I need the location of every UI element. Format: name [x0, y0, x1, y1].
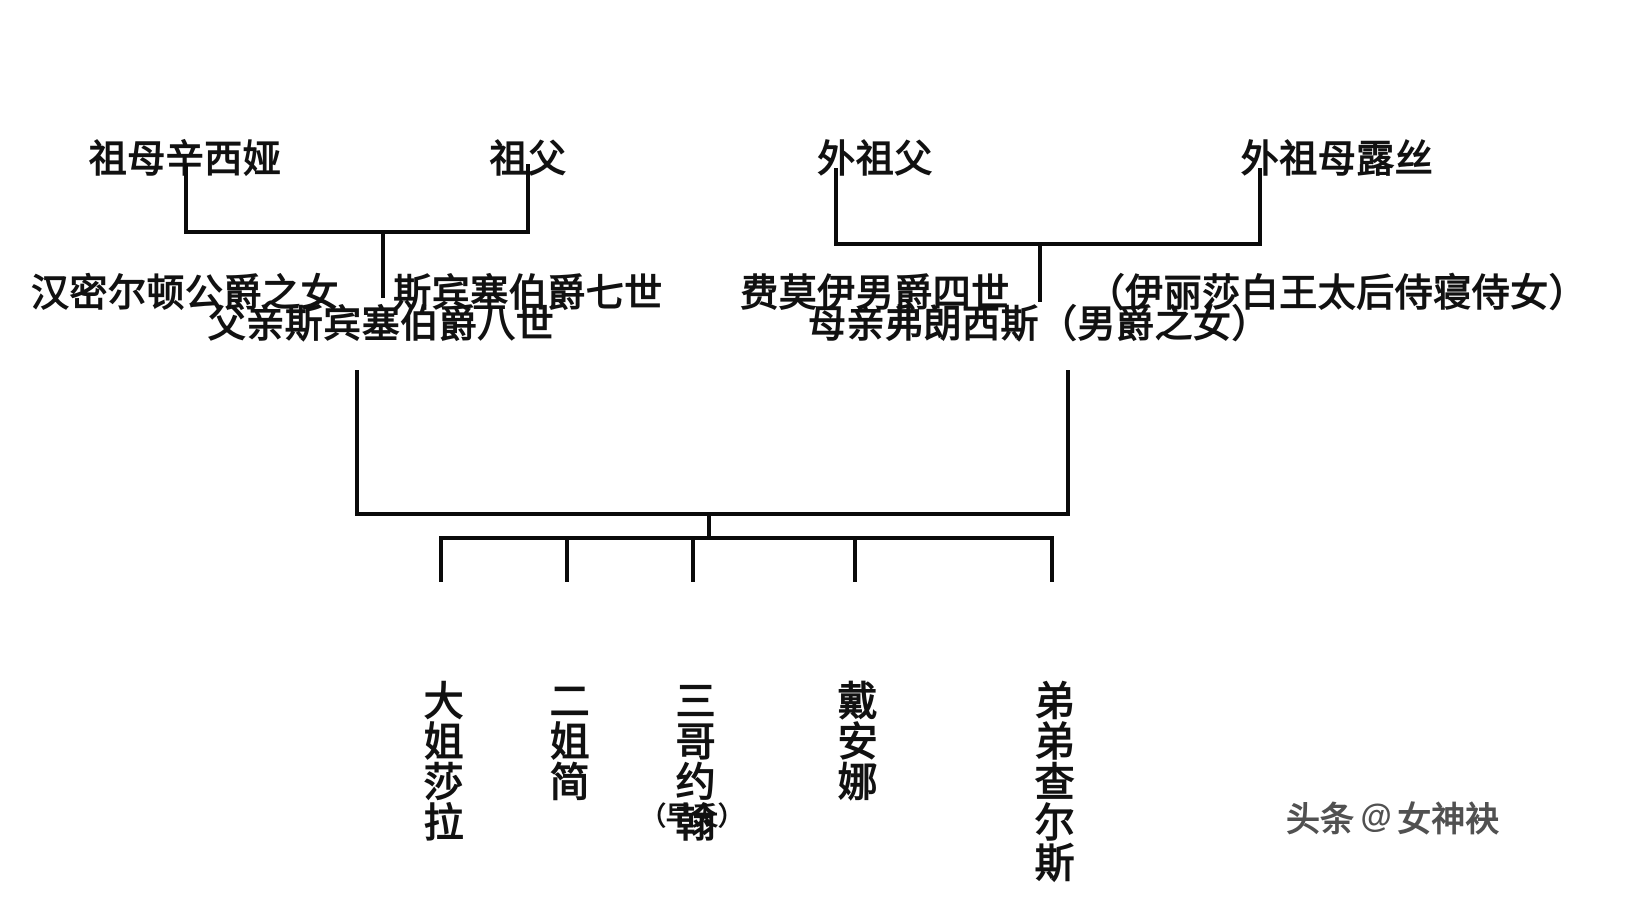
node-child-1: 大姐莎拉	[411, 578, 469, 899]
watermark-author: 女神袂	[1397, 801, 1500, 839]
child-4-name: 戴安娜	[831, 680, 877, 802]
watermark: 头条 @ 女神袂	[1286, 792, 1499, 841]
paternal-grandmother-line2: 汉密尔顿公爵之女	[30, 273, 339, 316]
child-2-name: 二姐简	[543, 680, 589, 802]
maternal-grandfather-line2: 费莫伊男爵四世	[740, 273, 1010, 316]
node-father: 父亲斯宾塞伯爵八世	[207, 304, 555, 346]
connector-paternal-grandmother-stem	[184, 164, 188, 234]
child-3-name: 三哥约翰	[669, 680, 715, 843]
node-paternal-grandmother: 祖母辛西娅 汉密尔顿公爵之女	[0, 48, 370, 407]
connector-parents-couple-bar	[355, 512, 1070, 516]
node-maternal-grandfather: 外祖父 费莫伊男爵四世	[715, 48, 1035, 407]
connector-parents-to-children	[707, 512, 711, 540]
connector-maternal-grandmother-stem	[1258, 168, 1262, 246]
node-maternal-grandmother: 外祖母露丝 （伊丽莎白王太后侍寝侍女）	[1030, 48, 1644, 407]
child-3-note: （早夭）	[639, 802, 744, 831]
connector-father-stem	[355, 370, 359, 516]
maternal-grandfather-line1: 外祖父	[817, 138, 933, 181]
connector-paternal-to-father	[381, 230, 385, 298]
connector-child-stem-5	[1050, 536, 1054, 582]
connector-child-stem-2	[565, 536, 569, 582]
maternal-grandmother-line1: 外祖母露丝	[1240, 138, 1434, 181]
child-5-name: 弟弟查尔斯	[1028, 680, 1074, 883]
child-1-name: 大姐莎拉	[417, 680, 463, 843]
connector-child-stem-4	[853, 536, 857, 582]
connector-mother-stem	[1066, 370, 1070, 516]
node-child-2: 二姐简	[537, 578, 595, 899]
watermark-at-symbol: @	[1360, 798, 1392, 834]
connector-paternal-grandfather-stem	[526, 164, 530, 234]
node-paternal-grandfather: 祖父 斯宾塞伯爵七世	[368, 48, 688, 407]
node-child-4: 戴安娜	[825, 578, 883, 899]
node-child-3: 三哥约翰	[663, 578, 721, 899]
node-child-5: 弟弟查尔斯	[1022, 578, 1080, 899]
maternal-grandmother-line2: （伊丽莎白王太后侍寝侍女）	[1086, 273, 1588, 316]
connector-maternal-couple-bar	[834, 242, 1262, 246]
connector-maternal-to-mother	[1038, 242, 1042, 302]
connector-maternal-grandfather-stem	[834, 168, 838, 246]
connector-children-bar	[439, 536, 1054, 540]
paternal-grandfather-line2: 斯宾塞伯爵七世	[393, 273, 663, 316]
connector-child-stem-3	[691, 536, 695, 582]
watermark-brand: 头条	[1286, 801, 1354, 839]
connector-child-stem-1	[439, 536, 443, 582]
node-mother: 母亲弗朗西斯（男爵之女）	[807, 304, 1270, 346]
connector-paternal-couple-bar	[184, 230, 530, 234]
